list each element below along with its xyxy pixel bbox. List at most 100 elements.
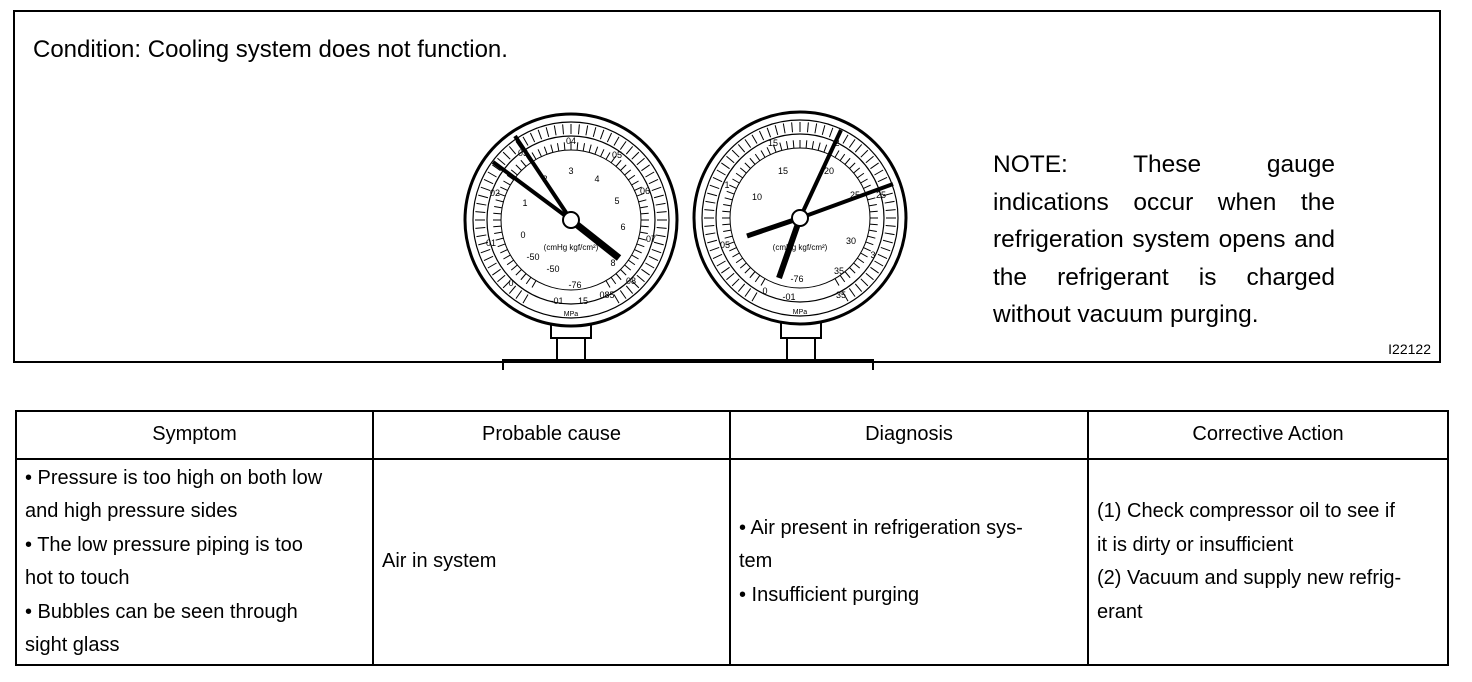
gauge-tick: [732, 178, 740, 184]
gauge-tick: [636, 192, 645, 197]
gauge-tick: [839, 275, 846, 283]
condition-text: Condition: Cooling system does not funct…: [33, 36, 508, 63]
gauge-tick: [744, 139, 752, 148]
gauge-tick: [645, 262, 655, 269]
svg-text:0: 0: [520, 230, 525, 240]
gauge-tick: [884, 200, 895, 204]
gauge-tick: [874, 169, 884, 176]
symptom-line: • Pressure is too high on both low: [25, 466, 323, 489]
gauge-tick: [865, 155, 874, 164]
gauge-tick: [480, 248, 491, 254]
troubleshooting-table: Symptom Probable cause Diagnosis Correct…: [15, 410, 1449, 666]
gauge-tick: [860, 178, 868, 184]
gauge-tick: [594, 146, 599, 155]
gauge-tick: [625, 285, 634, 294]
gauge-tick: [605, 152, 611, 160]
gauge-tick: [545, 127, 550, 138]
low-gauge-labels: 04 03 02 01 0 05 06 07 08 085 3 4 5 6 8 …: [486, 136, 656, 318]
gauge-tick: [723, 229, 732, 233]
gauge-tick: [870, 266, 879, 274]
manifold-gauge-set: 04 03 02 01 0 05 06 07 08 085 3 4 5 6 8 …: [463, 110, 908, 370]
gauge-tick: [877, 176, 888, 183]
svg-text:01: 01: [486, 238, 496, 248]
gauge-tick: [636, 157, 645, 166]
gauge-tick: [854, 283, 863, 292]
gauge-tick: [494, 205, 503, 209]
svg-text:35: 35: [836, 290, 846, 300]
gauge-tick: [508, 146, 517, 155]
gauge-tick: [582, 143, 586, 152]
gauge-tick: [605, 280, 611, 288]
svg-text:-76: -76: [790, 274, 803, 284]
gauge-tick: [522, 294, 529, 304]
gauge-tick: [842, 134, 849, 144]
gauge-tick: [520, 273, 527, 281]
gauge-tick: [779, 142, 783, 151]
gauge-tick: [766, 147, 771, 155]
gauge-tick: [868, 203, 877, 207]
gauge-tick: [515, 141, 523, 150]
gauge-tick: [638, 199, 647, 203]
gauge-tick: [823, 144, 828, 153]
gauge-tick: [877, 253, 888, 260]
gauge-tick: [576, 142, 579, 151]
low-gauge-inner-ticks: [493, 142, 649, 288]
manifold-bar: [502, 359, 874, 370]
gauge-tick: [577, 124, 580, 135]
gauge-tick: [510, 264, 518, 271]
gauge-tick: [853, 262, 861, 269]
gauge-tick: [631, 180, 639, 186]
gauge-tick: [600, 149, 605, 157]
svg-text:08: 08: [626, 276, 636, 286]
svg-text:MPa: MPa: [793, 309, 808, 316]
svg-text:-01: -01: [782, 292, 795, 302]
gauge-tick: [640, 225, 649, 228]
gauge-tick: [834, 278, 840, 286]
gauge-tick: [882, 192, 893, 197]
gauge-tick: [721, 266, 730, 274]
low-pressure-gauge: 04 03 02 01 0 05 06 07 08 085 3 4 5 6 8 …: [463, 112, 679, 328]
gauge-tick: [588, 144, 592, 153]
gauge-tick: [543, 146, 548, 155]
gauge-tick: [619, 141, 627, 150]
gauge-tick: [744, 162, 751, 169]
gauge-tick: [705, 200, 716, 204]
diagnosis-cell: • Air present in refrigeration sys- tem …: [729, 458, 1089, 666]
gauge-tick: [844, 271, 851, 279]
gauge-tick: [553, 125, 557, 136]
gauge-tick: [844, 157, 851, 165]
gauge-tick: [705, 232, 716, 236]
gauge-tick: [515, 290, 523, 299]
gauge-tick: [754, 153, 761, 161]
gauge-tick: [744, 267, 751, 274]
high-gauge-stem: [780, 319, 822, 361]
table-row: • Pressure is too high on both low and h…: [15, 458, 1449, 666]
gauge-tick: [707, 192, 718, 197]
gauge-tick: [860, 149, 869, 158]
gauge-tick: [867, 235, 876, 239]
gauge-tick: [811, 141, 815, 150]
gauge-tick: [537, 129, 543, 140]
svg-text:3: 3: [870, 250, 875, 260]
gauge-tick: [870, 162, 879, 170]
gauge-tick: [500, 249, 508, 254]
gauge-tick: [726, 272, 735, 281]
gauge-tick: [885, 209, 896, 212]
gauge-tick: [722, 223, 731, 226]
gauge-tick: [599, 129, 605, 140]
high-gauge-needle-2: [799, 182, 894, 220]
gauge-tick: [631, 151, 640, 160]
gauge-tick: [884, 232, 895, 236]
gauge-tick: [497, 192, 506, 197]
gauge-tick: [563, 142, 566, 151]
gauge-tick: [493, 212, 502, 215]
header-diagnosis: Diagnosis: [729, 410, 1089, 460]
svg-text:-50: -50: [546, 264, 559, 274]
gauge-tick: [806, 122, 809, 133]
gauge-tick: [704, 224, 715, 227]
gauge-tick: [613, 294, 620, 304]
gauge-tick: [525, 277, 532, 285]
gauge-tick: [615, 159, 622, 167]
gauge-tick: [722, 210, 731, 213]
diagnosis-line: tem: [739, 550, 773, 573]
